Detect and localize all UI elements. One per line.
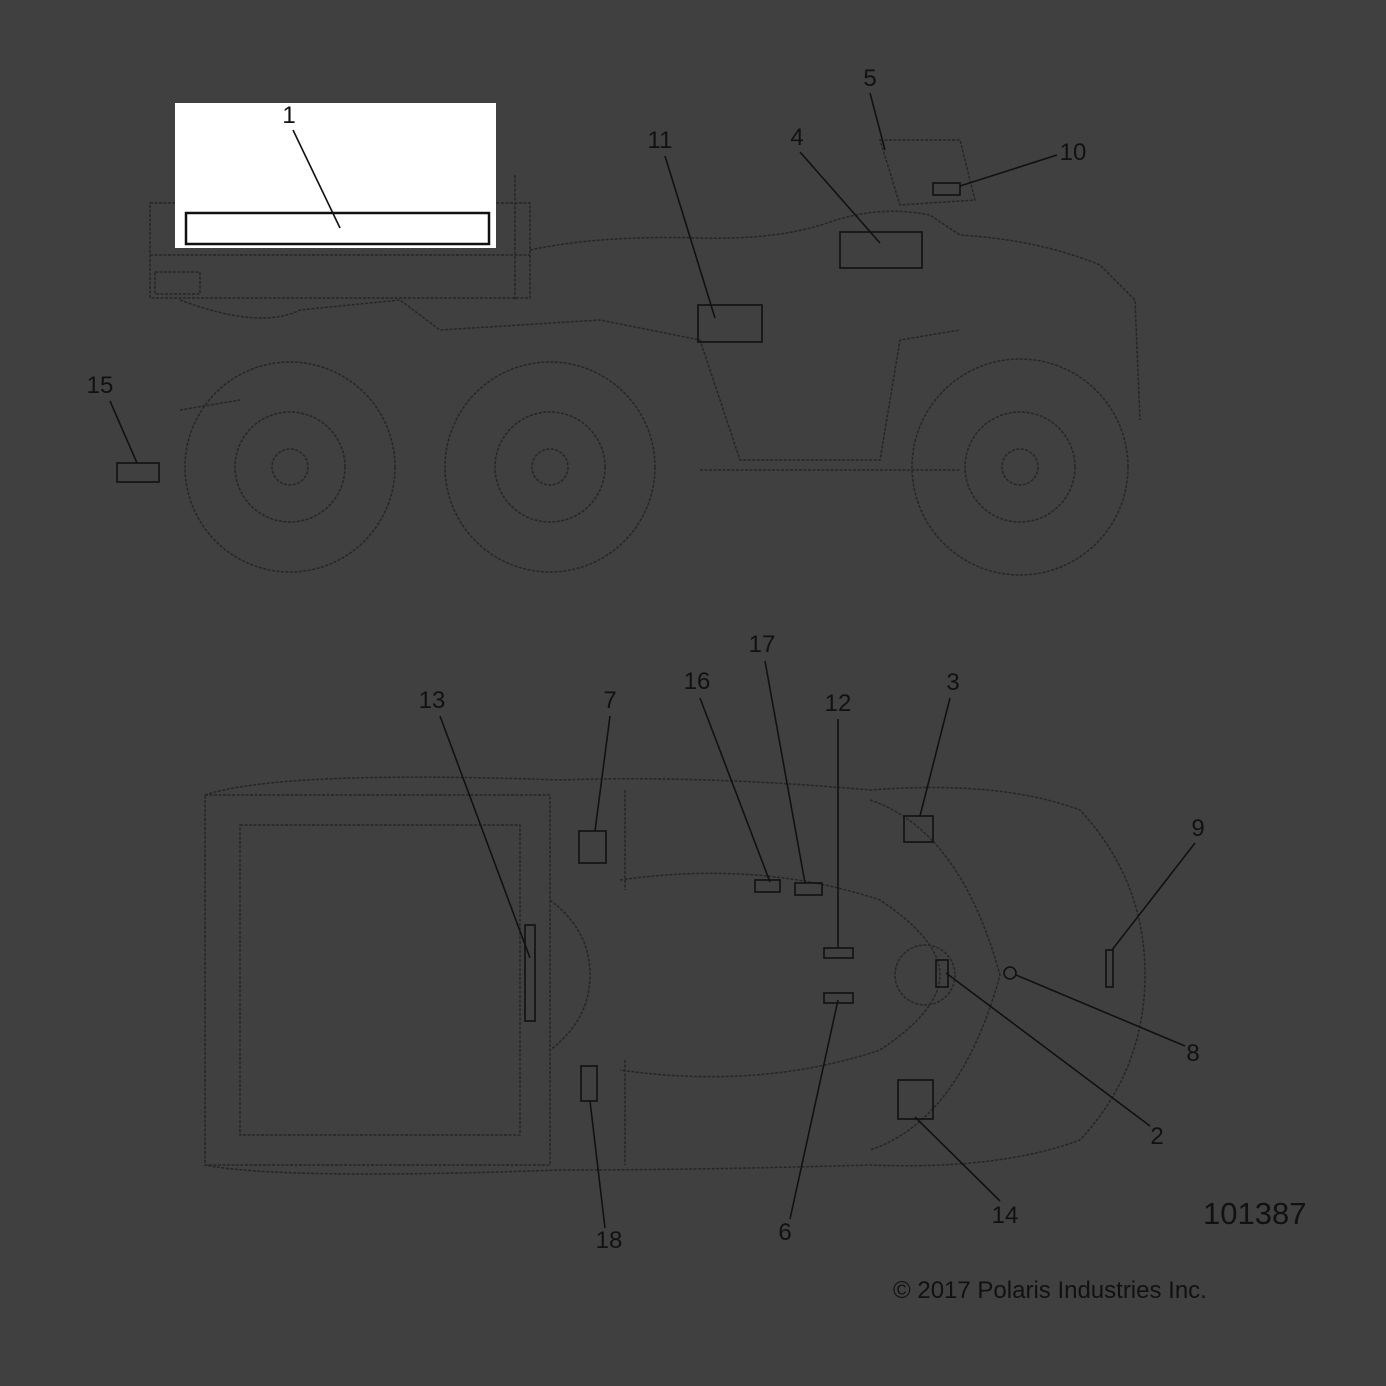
decal-15[interactable] [116,462,160,483]
decal-7[interactable] [578,830,607,864]
decal-11[interactable] [697,304,763,343]
decal-13[interactable] [524,924,536,1022]
decal-14[interactable] [897,1079,934,1120]
callout-12: 12 [824,690,852,717]
callout-7: 7 [603,687,617,714]
copyright-notice: © 2017 Polaris Industries Inc. [893,1277,1207,1304]
decal-12[interactable] [823,947,854,959]
callout-11: 11 [647,127,673,154]
decal-16[interactable] [754,879,781,893]
callout-6: 6 [778,1219,792,1246]
decal-6[interactable] [823,992,854,1004]
decal-3[interactable] [903,815,934,843]
callout-15: 15 [86,372,114,399]
callout-5: 5 [863,65,877,92]
decal-17[interactable] [794,882,823,896]
side-view [149,139,1141,576]
callout-4: 4 [790,124,804,151]
decal-8[interactable] [1003,966,1017,980]
callout-17: 17 [748,631,776,658]
highlight-panel [175,103,496,248]
callout-2: 2 [1150,1123,1164,1150]
decal-1[interactable] [184,211,491,246]
callout-1: 1 [282,102,296,129]
callout-8: 8 [1186,1040,1200,1067]
callout-3: 3 [946,669,960,696]
decal-9[interactable] [1105,949,1114,988]
decal-18[interactable] [580,1065,598,1102]
callout-14: 14 [991,1202,1019,1229]
callout-10: 10 [1059,139,1087,166]
decal-10[interactable] [932,182,961,196]
callout-13: 13 [418,687,446,714]
diagram-id: 101387 [1203,1196,1307,1231]
callout-9: 9 [1191,815,1205,842]
decal-4[interactable] [839,231,923,269]
top-view [204,776,1146,1175]
decal-2[interactable] [935,959,949,988]
callout-18: 18 [595,1227,623,1254]
callout-16: 16 [683,668,711,695]
